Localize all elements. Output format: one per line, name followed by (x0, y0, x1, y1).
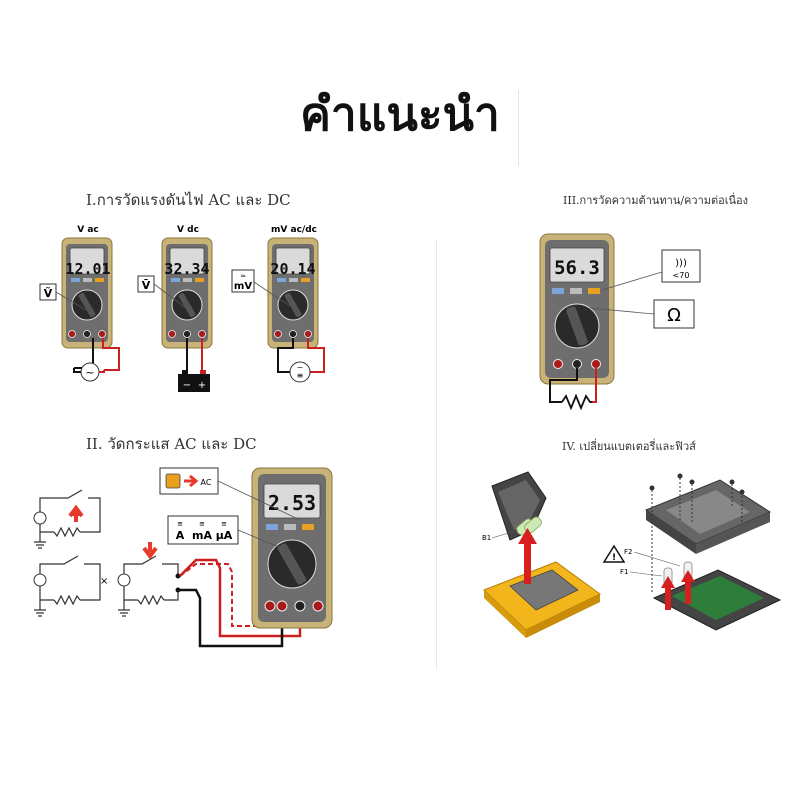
meter-vac-label: V ac (77, 225, 99, 235)
svg-text:≈: ≈ (240, 272, 246, 280)
title-divider (518, 90, 519, 166)
page-title: คำแนะนำ (300, 87, 500, 141)
resistor-symbol (561, 393, 592, 411)
meter-vac-reading: 12.01 (65, 260, 110, 278)
battery-label: B1 (482, 534, 491, 542)
svg-text:≡: ≡ (297, 371, 304, 380)
fuse-label-f1: F1 (620, 568, 628, 576)
svg-text:~: ~ (297, 363, 304, 372)
meter-mv: mV ac/dc 20.14 ≈ mV ~ ≡ (231, 225, 325, 383)
range-label-a: A (176, 529, 185, 542)
meter-vdc: V dc 32.34 V̄ − + (137, 225, 213, 392)
battery-fuse-replacement-diagram: B1 F2 F1 ! (482, 471, 782, 638)
meter-vdc-label: V dc (177, 225, 199, 235)
svg-text:≅: ≅ (177, 520, 183, 528)
meter-current-reading: 2.53 (268, 491, 316, 515)
meter-resistance-reading: 56.3 (554, 257, 600, 279)
meter-vdc-reading: 32.34 (164, 260, 209, 278)
sound-icon: ))) (675, 258, 687, 269)
warning-icon (602, 544, 626, 563)
svg-text:+: + (198, 380, 206, 391)
meter-mv-label: mV ac/dc (271, 225, 317, 235)
current-measurement-diagram: × 2.53 AC ≅ ≅ ≅ A (33, 467, 333, 648)
meter-mv-symbol: mV (234, 281, 252, 292)
resistance-measurement-diagram: 56.3 ))) <70 Ω (539, 233, 701, 411)
section-2-heading: II. วัดกระแส AC และ DC (86, 435, 257, 453)
range-label-ua: µA (216, 529, 233, 542)
svg-text:~: ~ (85, 366, 94, 379)
meter-vac: V ac 12.01 Ṽ ~ (39, 225, 120, 382)
ohm-symbol: Ω (667, 305, 681, 326)
column-divider (436, 240, 437, 670)
battery-replacement: B1 (482, 471, 601, 638)
meter-mv-reading: 20.14 (270, 260, 315, 278)
range-label-ma: mA (192, 529, 212, 542)
section-3-heading: III.การวัดความต้านทาน/ความต่อเนื่อง (563, 194, 749, 207)
continuity-label: <70 (673, 271, 690, 280)
svg-text:≅: ≅ (221, 520, 227, 528)
circuit-probe (117, 542, 181, 617)
circuit-ac (33, 489, 101, 549)
svg-text:!: ! (612, 553, 616, 563)
circuit-dc: × (33, 555, 108, 617)
svg-text:−: − (183, 380, 191, 391)
battery-icon (178, 374, 210, 392)
meter-vdc-symbol: V̄ (142, 279, 151, 292)
fuse-replacement: F2 F1 ! (602, 473, 782, 631)
fuse-label-f2: F2 (624, 548, 632, 556)
ac-callout-label: AC (201, 478, 212, 487)
svg-text:≅: ≅ (199, 520, 205, 528)
section-1-heading: Ⅰ.การวัดแรงดันไฟ AC และ DC (86, 191, 291, 209)
svg-text:×: × (100, 576, 108, 587)
meter-vac-symbol: Ṽ (44, 287, 53, 300)
section-4-heading: IV. เปลี่ยนแบตเตอรี่และฟิวส์ (562, 440, 696, 453)
meter-current: 2.53 (251, 467, 333, 629)
meter-resistance: 56.3 (539, 233, 615, 385)
